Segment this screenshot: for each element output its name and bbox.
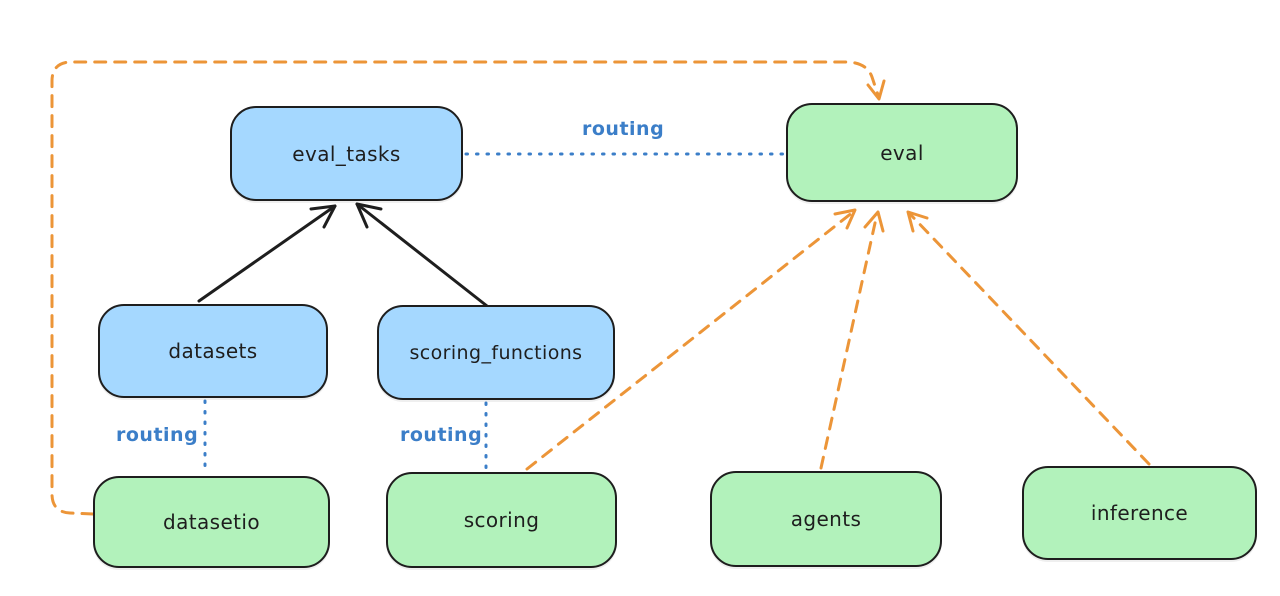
arrowhead-agents-to-eval [863,210,885,233]
node-datasetio: datasetio [93,476,330,568]
routing-label-datasets-datasetio: routing [116,424,199,446]
edge-scoring-to-eval [525,210,855,471]
node-datasets: datasets [98,304,328,398]
node-scoring-label: scoring [463,508,540,532]
node-scoring-functions: scoring_functions [377,305,615,400]
arrowhead-scoring-to-eval [833,208,857,230]
arrowhead-scoring-functions-to-eval-tasks [355,202,383,229]
node-agents-label: agents [790,507,862,531]
edge-datasetio-to-eval [50,60,880,516]
node-eval: eval [786,103,1018,202]
node-agents: agents [710,471,942,567]
routing-label-scoring-functions-scoring: routing [400,424,483,446]
arrowhead-datasetio-to-eval [866,79,886,101]
routing-label-eval-tasks-eval: routing [582,118,665,140]
node-scoring: scoring [386,472,617,568]
node-eval-tasks: eval_tasks [230,106,463,201]
node-eval-tasks-label: eval_tasks [292,141,401,166]
edge-inference-to-eval [908,212,1151,466]
node-datasets-label: datasets [168,339,258,363]
edge-agents-to-eval [819,212,879,470]
arrowhead-inference-to-eval [906,210,929,233]
node-datasetio-label: datasetio [162,510,260,534]
edge-scoring-functions-to-eval-tasks [355,202,489,308]
node-inference: inference [1022,466,1257,560]
edge-datasets-to-eval-tasks [197,204,337,303]
node-eval-label: eval [880,140,924,165]
node-inference-label: inference [1090,501,1189,525]
node-scoring-functions-label: scoring_functions [409,341,583,364]
arrowhead-datasets-to-eval-tasks [309,204,337,229]
